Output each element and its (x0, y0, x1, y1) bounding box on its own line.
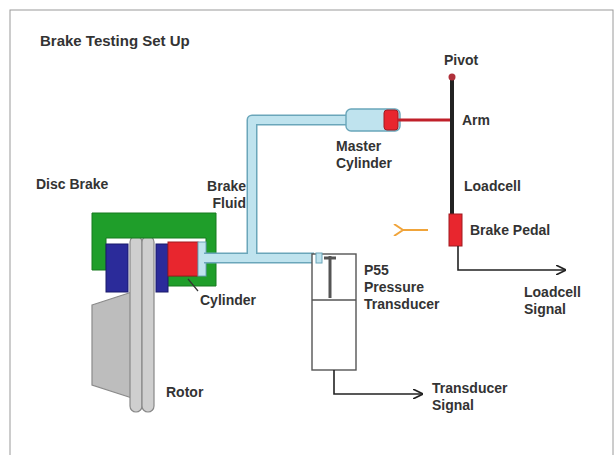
transducer-plunger (324, 257, 336, 260)
brake-pad (106, 244, 128, 292)
part-label: Arm (462, 112, 490, 129)
caliper-piston (168, 242, 198, 276)
rotor-disc (130, 236, 142, 412)
part-label: Loadcell Signal (524, 284, 596, 318)
leader-line (188, 279, 198, 291)
diagram-title: Brake Testing Set Up (40, 32, 190, 49)
part-label: P55 Pressure Transducer (364, 262, 448, 313)
brake-pad (156, 244, 168, 292)
part-label: Pivot (444, 52, 478, 69)
part-label: Brake Pedal (470, 222, 550, 239)
loadcell-block (449, 214, 462, 246)
frame-border (10, 10, 613, 455)
fluid-tube (204, 253, 314, 264)
pivot-dot (449, 74, 456, 81)
force-arrow (402, 229, 428, 231)
transducer-division (312, 299, 356, 300)
part-label: Transducer Signal (432, 380, 524, 414)
rotor-disc (142, 236, 154, 412)
fluid-tube (204, 254, 314, 262)
push-rod (398, 119, 452, 122)
master-piston (384, 110, 398, 130)
transducer-plunger (329, 256, 332, 298)
transducer-port (316, 253, 322, 263)
part-label: Master Cylinder (336, 138, 412, 172)
master-cylinder (346, 109, 400, 131)
part-label: Loadcell (464, 178, 521, 195)
fluid-tube (252, 120, 350, 258)
part-label: Brake Fluid (192, 178, 246, 212)
part-label: Cylinder (200, 292, 256, 309)
part-label: Disc Brake (36, 176, 108, 193)
part-label: Rotor (166, 384, 203, 401)
signal-line (334, 370, 422, 394)
rotor-hub (92, 292, 132, 398)
signal-line (458, 246, 565, 270)
fluid-tube (252, 120, 350, 258)
pressure-transducer (312, 254, 356, 370)
